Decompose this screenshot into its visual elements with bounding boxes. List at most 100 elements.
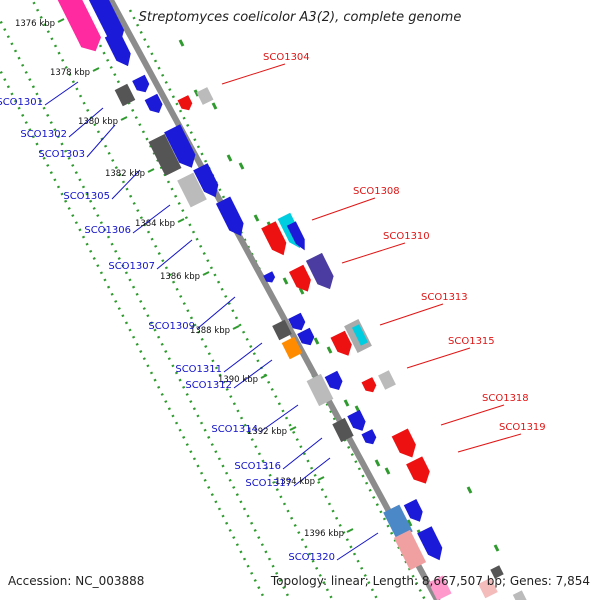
gene-feature-arrow[interactable]	[164, 124, 196, 168]
gene-feature-arrow[interactable]	[406, 456, 430, 484]
gene-label-sco1320[interactable]: SCO1320	[288, 552, 335, 563]
ruler-dash	[313, 337, 320, 345]
ruler-dash	[326, 346, 333, 354]
ruler-tick	[92, 67, 100, 72]
ruler-tick	[232, 325, 240, 330]
ruler-dash	[178, 39, 185, 47]
gene-feature-arrow[interactable]	[114, 83, 136, 107]
gene-feature-arrow[interactable]	[286, 221, 305, 251]
gene-feature-arrow[interactable]	[288, 312, 306, 331]
ruler-tick	[289, 426, 297, 431]
gene-feature-arrow[interactable]	[361, 377, 377, 393]
ruler-tick	[202, 271, 210, 276]
gene-label-sco1311[interactable]: SCO1311	[175, 364, 222, 375]
ruler-dash	[493, 544, 500, 552]
gene-feature-arrow[interactable]	[281, 336, 303, 360]
gene-feature-arrow[interactable]	[490, 565, 504, 579]
gene-feature-arrow[interactable]	[215, 196, 244, 236]
topology-text: Topology: linear; Length: 8,667,507 bp; …	[270, 574, 590, 588]
gene-feature-arrow[interactable]	[144, 93, 163, 113]
gene-label-sco1316[interactable]: SCO1316	[234, 461, 281, 472]
gene-feature-arrow[interactable]	[263, 271, 276, 283]
ruler-tick-label: 1396 kbp	[304, 529, 344, 539]
gene-label-sco1317[interactable]: SCO1317	[245, 478, 292, 489]
ruler-dash	[298, 287, 305, 295]
gene-feature-arrow[interactable]	[332, 417, 354, 443]
gene-label-sco1304[interactable]: SCO1304	[263, 52, 310, 63]
gene-feature-arrow[interactable]	[177, 95, 193, 111]
ruler-dash	[343, 399, 350, 407]
gene-label-sco1313[interactable]: SCO1313	[421, 292, 468, 303]
gene-feature-arrow[interactable]	[297, 327, 315, 346]
ruler-tick	[147, 168, 155, 173]
gene-feature-arrow[interactable]	[177, 172, 207, 208]
gene-feature-arrow[interactable]	[383, 504, 413, 540]
ruler-dash	[193, 89, 200, 97]
gene-feature-arrow[interactable]	[330, 330, 352, 356]
gene-label-sco1309[interactable]: SCO1309	[148, 321, 195, 332]
gene-feature-arrow[interactable]	[148, 134, 182, 176]
gene-label-sco1314[interactable]: SCO1314	[211, 424, 258, 435]
gene-feature-arrow[interactable]	[391, 428, 416, 458]
ruler-dash	[282, 277, 289, 285]
ruler-row-line	[31, 0, 334, 600]
gene-label-sco1312[interactable]: SCO1312	[185, 380, 232, 391]
gene-label-sco1303[interactable]: SCO1303	[38, 149, 85, 160]
gene-feature-arrow[interactable]	[378, 370, 396, 390]
gene-label-sco1310[interactable]: SCO1310	[383, 231, 430, 242]
gene-feature-arrow[interactable]	[361, 429, 377, 445]
gene-feature-arrow[interactable]	[428, 575, 452, 600]
gene-feature-arrow[interactable]	[306, 373, 334, 407]
gene-feature-arrow[interactable]	[272, 319, 292, 341]
gene-feature-arrow[interactable]	[417, 526, 443, 561]
label-leader-line	[379, 303, 444, 326]
ruler-row-line	[0, 67, 267, 600]
gene-feature-arrow[interactable]	[512, 590, 527, 600]
gene-label-sco1307[interactable]: SCO1307	[108, 261, 155, 272]
gene-label-sco1301[interactable]: SCO1301	[0, 97, 43, 108]
gene-feature-arrow[interactable]	[261, 221, 287, 256]
gene-feature-arrow[interactable]	[324, 370, 343, 390]
gene-feature-arrow[interactable]	[55, 0, 102, 52]
label-leader-line	[293, 457, 331, 487]
gene-feature-arrow[interactable]	[352, 324, 368, 346]
label-leader-line	[111, 169, 141, 200]
label-leader-line	[341, 242, 406, 264]
gene-feature-arrow[interactable]	[478, 577, 498, 599]
gene-label-sco1306[interactable]: SCO1306	[84, 225, 131, 236]
ruler-tick-label: 1390 kbp	[218, 375, 258, 385]
label-leader-line	[86, 124, 116, 158]
ruler-dash	[466, 486, 473, 494]
gene-feature-arrow[interactable]	[104, 30, 131, 67]
ruler-dash	[211, 102, 218, 110]
gene-feature-arrow[interactable]	[193, 163, 219, 198]
ruler-tick-label: 1376 kbp	[15, 19, 55, 29]
gene-label-sco1308[interactable]: SCO1308	[353, 186, 400, 197]
gene-label-sco1302[interactable]: SCO1302	[20, 129, 67, 140]
gene-label-sco1305[interactable]: SCO1305	[63, 191, 110, 202]
accession-text: Accession: NC_003888	[8, 574, 145, 588]
gene-feature-arrow[interactable]	[305, 252, 334, 290]
gene-label-sco1315[interactable]: SCO1315	[448, 336, 495, 347]
ruler-dash	[374, 459, 381, 467]
ruler-row-line	[128, 9, 427, 600]
gene-feature-arrow[interactable]	[347, 409, 366, 431]
ruler-row-line	[76, 0, 379, 600]
ruler-dash	[384, 467, 391, 475]
gene-feature-arrow[interactable]	[196, 87, 214, 105]
label-leader-line	[132, 204, 171, 234]
label-leader-line	[221, 63, 286, 85]
gene-feature-arrow[interactable]	[403, 499, 423, 522]
ruler-tick-label: 1378 kbp	[50, 68, 90, 78]
label-leader-line	[259, 404, 299, 433]
label-leader-lines	[44, 63, 522, 561]
gene-feature-arrow[interactable]	[132, 74, 150, 93]
ruler-tick-label: 1380 kbp	[78, 117, 118, 127]
gene-feature-arrow[interactable]	[289, 264, 311, 292]
gene-feature-arrow[interactable]	[393, 529, 427, 571]
gene-label-sco1319[interactable]: SCO1319	[499, 422, 546, 433]
ruler-tick-label: 1384 kbp	[135, 219, 175, 229]
gene-label-sco1318[interactable]: SCO1318	[482, 393, 529, 404]
